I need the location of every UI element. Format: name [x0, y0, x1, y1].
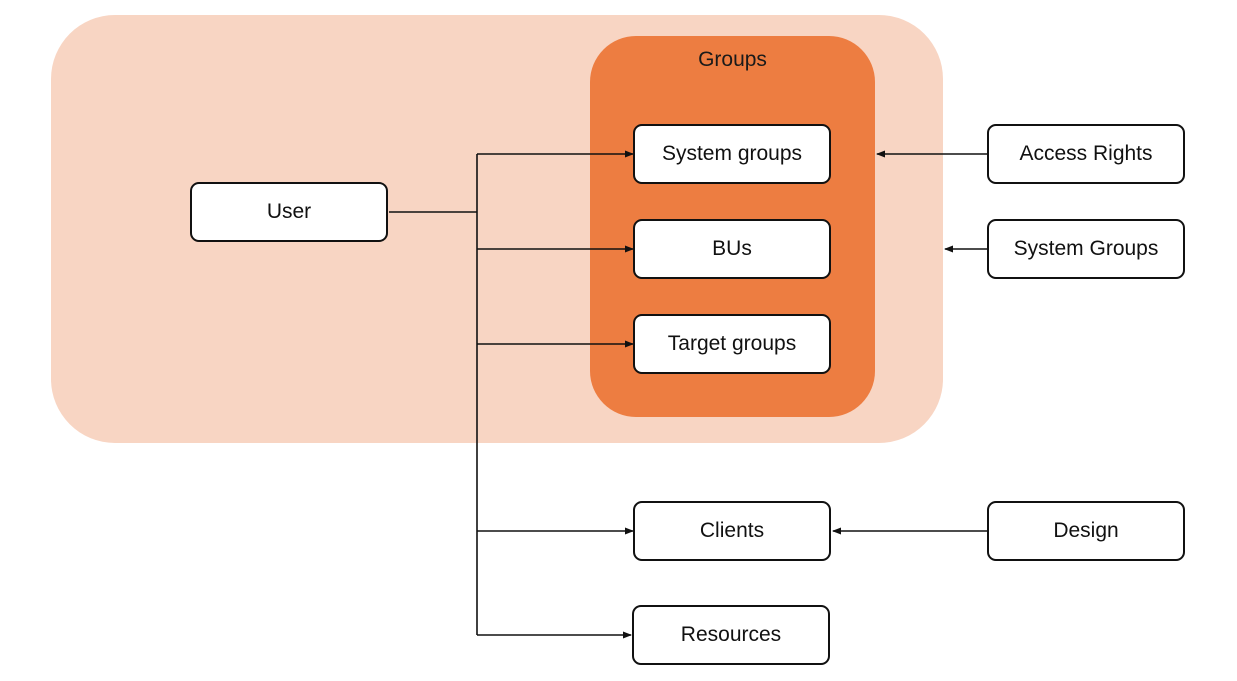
node-user: User — [190, 182, 388, 242]
node-clients: Clients — [633, 501, 831, 561]
node-target-groups: Target groups — [633, 314, 831, 374]
groups-region-title: Groups — [698, 48, 767, 71]
node-design: Design — [987, 501, 1185, 561]
node-resources: Resources — [632, 605, 830, 665]
node-bus: BUs — [633, 219, 831, 279]
node-access-rights: Access Rights — [987, 124, 1185, 184]
node-system-groups-right: System Groups — [987, 219, 1185, 279]
node-system-groups: System groups — [633, 124, 831, 184]
